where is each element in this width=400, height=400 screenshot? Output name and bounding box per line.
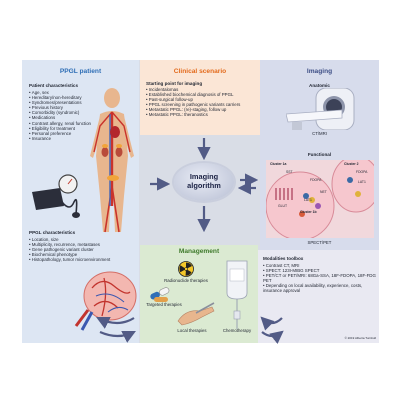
list-item: Contrast allergy, renal function	[29, 121, 99, 126]
list-item: Insurance	[29, 136, 99, 141]
cluster-2-label: Cluster 2	[344, 162, 359, 166]
targeted-label: Targeted therapies	[146, 302, 182, 307]
management-title: Management	[178, 248, 220, 255]
scenario-title: Clinical scenario	[173, 68, 227, 75]
lat1-receptor-label: LAT1	[304, 198, 312, 202]
chemotherapy-label: Chemotherapy	[222, 328, 252, 333]
scanner-caption: CT/MRI	[312, 131, 327, 136]
list-item: Medications	[29, 115, 99, 120]
ct-mri-scanner-icon	[286, 88, 355, 130]
list-item: PPGL screening in pathogenic variants ca…	[146, 102, 260, 107]
radiation-symbol-icon	[178, 261, 194, 277]
imaging-algorithm-node: Imaging algorithm	[174, 163, 234, 201]
net-receptor-label: NET	[320, 190, 327, 194]
lat1-receptor-label-2: LAT1	[358, 180, 366, 184]
scalpel-hand-icon	[177, 302, 215, 326]
scenario-heading: Starting point for imaging	[146, 81, 203, 86]
copyright-text: © 2019 Alberta Turnbull	[344, 336, 376, 340]
fdopa-receptor-label: FDOPA	[310, 178, 322, 182]
list-item: Eligibility for treatment	[29, 126, 99, 131]
list-item: Biochemical phenotype	[29, 252, 137, 257]
sst-receptor-label: SST	[286, 170, 293, 174]
scenario-panel: Clinical scenario Starting point for ima…	[140, 60, 260, 135]
cell-receptor-icon	[266, 160, 374, 238]
list-item: Age, sex	[29, 90, 99, 95]
list-item: Contrast CT, MRI	[263, 263, 377, 268]
body-anatomy-icon	[90, 88, 134, 233]
list-item: Hereditary/non-hereditary	[29, 95, 99, 100]
list-item: Personal preference	[29, 131, 99, 136]
fdopa-receptor-label-2: FDOPA	[356, 170, 368, 174]
functional-label: Functional	[307, 152, 332, 157]
local-therapies-label: Local therapies	[177, 328, 207, 333]
list-item: Histopathology, tumor microenvironment	[29, 257, 137, 262]
ppgl-characteristics-list: Location, size Multiplicity, recurrence,…	[29, 237, 137, 262]
list-item: Depending on local availability, experie…	[263, 283, 377, 293]
list-item: PET/CT or PET/MRI: 68Ga-SSA, 18F-FDOPA, …	[263, 273, 377, 283]
ppgl-characteristics-heading: PPGL characteristics	[29, 230, 76, 235]
patient-panel: PPGL patient Patient characteristics Age…	[22, 60, 139, 343]
list-item: Past-surgical follow-up	[146, 97, 260, 102]
glut-receptor-label: GLUT	[278, 204, 288, 208]
radionuclide-label: Radionuclide therapies	[164, 278, 208, 283]
list-item: Multiplicity, recurrence, metastases	[29, 242, 137, 247]
list-item: Comorbidity (syndromic)	[29, 110, 99, 115]
list-item: Previous history	[29, 105, 99, 110]
patient-title: PPGL patient	[59, 68, 102, 75]
capsule-pills-icon	[150, 287, 170, 302]
imaging-algorithm-line2: algorithm	[187, 181, 221, 190]
arrow-toolbox-to-management	[260, 316, 283, 331]
toolbox-panel: Modalities toolbox Contrast CT, MRI SPEC…	[258, 250, 379, 343]
anatomic-label: Anatomic	[309, 83, 330, 88]
cluster-1b-label: Cluster 1b	[300, 210, 317, 214]
toolbox-list: Contrast CT, MRI SPECT: 123I-MIBG SPECT …	[263, 263, 377, 294]
arrow-patient-to-management	[99, 330, 136, 343]
tumor-vessels-icon	[74, 271, 137, 331]
blood-pressure-cuff-icon	[32, 174, 80, 218]
list-item: Location, size	[29, 237, 137, 242]
list-item: Gene pathogenic variant cluster	[29, 247, 137, 252]
imaging-panel: Imaging Anatomic CT/MRI Functional Clust…	[260, 60, 379, 250]
imaging-title: Imaging	[306, 68, 333, 75]
management-panel: Management Radionuclide therapies Target…	[140, 245, 258, 343]
scenario-list: Incidentalomas Established biochemical d…	[146, 87, 260, 118]
patient-characteristics-list: Age, sex Hereditary/non-hereditary Syndr…	[29, 90, 99, 141]
list-item: Established biochemical diagnosis of PPG…	[146, 92, 260, 97]
spect-pet-caption: SPECT/PET	[307, 240, 332, 245]
cluster-1a-label: Cluster 1a	[270, 162, 287, 166]
iv-bag-icon	[226, 260, 248, 329]
list-item: Metastatic PPGL: (re)-staging, follow up	[146, 107, 260, 112]
arrow-management-to-toolbox	[261, 330, 284, 345]
list-item: Incidentalomas	[146, 87, 260, 92]
imaging-algorithm-line1: Imaging	[189, 172, 219, 181]
patient-characteristics-heading: Patient characteristics	[29, 83, 79, 88]
list-item: SPECT: 123I-MIBG SPECT	[263, 268, 377, 273]
arrow-management-to-patient	[96, 317, 135, 329]
list-item: Metastatic PPGL: theranostics	[146, 112, 260, 117]
toolbox-heading: Modalities toolbox	[263, 256, 304, 261]
list-item: Syndromes/presentations	[29, 100, 99, 105]
